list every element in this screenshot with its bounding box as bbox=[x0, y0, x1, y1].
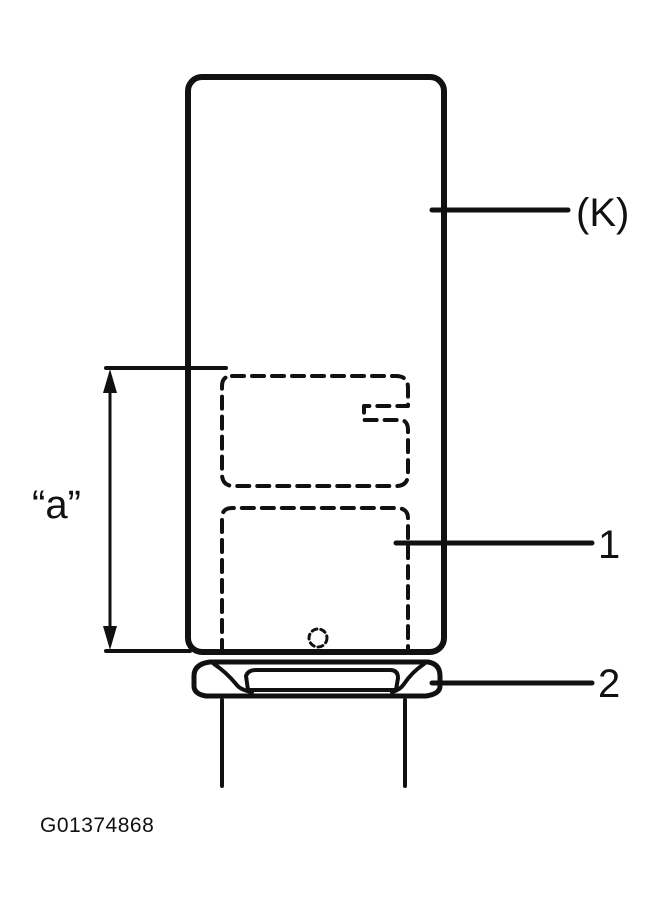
dimension-arrow-down bbox=[103, 626, 117, 650]
figure-id: G01374868 bbox=[40, 814, 155, 837]
tool-k-label: (K) bbox=[576, 191, 630, 235]
part-2-left-groove bbox=[212, 662, 254, 694]
part-1-outline bbox=[220, 506, 410, 654]
part-1-label: 1 bbox=[598, 523, 621, 567]
part-2-label: 2 bbox=[598, 662, 621, 706]
part-2-inner bbox=[244, 668, 400, 692]
dimension-arrow-up bbox=[103, 369, 117, 393]
small-hole bbox=[307, 627, 329, 649]
part-2-right-groove bbox=[390, 662, 426, 694]
tool-k-body bbox=[185, 74, 447, 655]
part-2-seal bbox=[191, 659, 443, 699]
dimension-a-label: “a” bbox=[32, 483, 81, 527]
hidden-upper-part bbox=[220, 374, 410, 488]
